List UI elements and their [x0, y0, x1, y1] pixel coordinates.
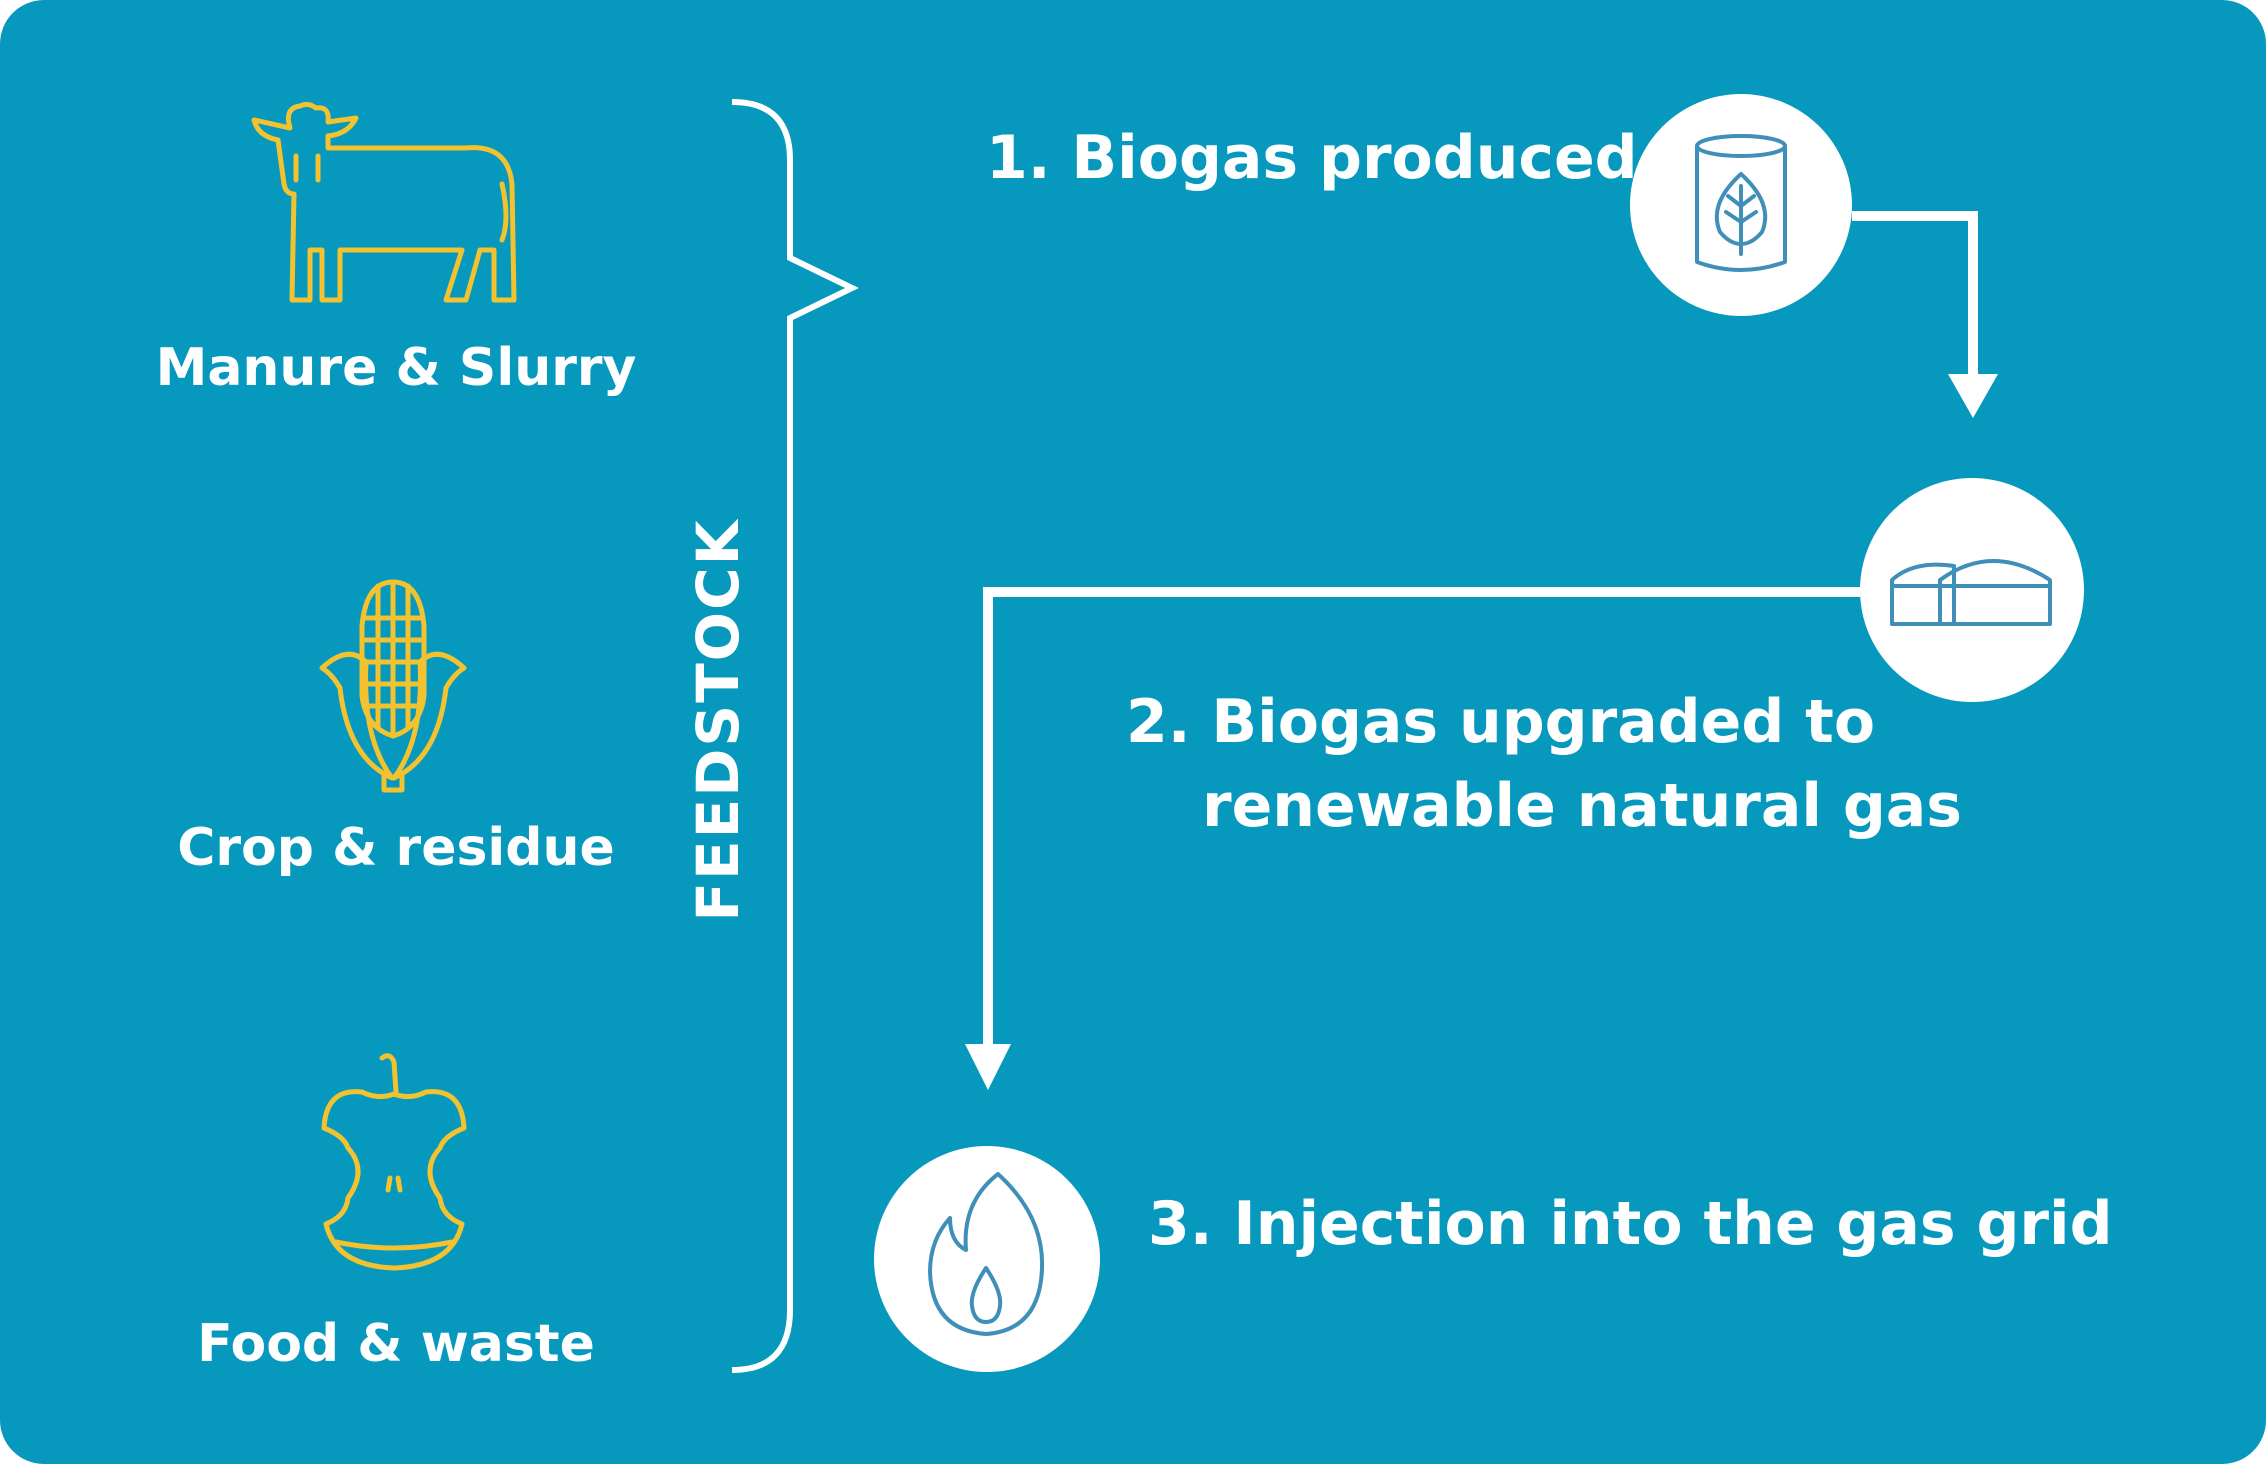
step3-label: 3. Injection into the gas grid: [1148, 1189, 2113, 1259]
step2-label-line2: renewable natural gas: [1202, 771, 1962, 841]
arrow-step2-to-step3: [983, 587, 1860, 1048]
cow-icon: [251, 101, 517, 303]
arrowhead-step3: [965, 1044, 1011, 1090]
feedstock-label-food: Food & waste: [197, 1314, 595, 1374]
apple-core-icon: [321, 1053, 467, 1271]
arrow-step1-to-step2: [1852, 211, 1978, 378]
feedstock-group-label: FEEDSTOCK: [684, 518, 752, 922]
feedstock-brace: [731, 99, 859, 1373]
feedstock-label-manure: Manure & Slurry: [155, 338, 637, 398]
step1-label: 1. Biogas produced: [986, 123, 1638, 193]
digester-domes-icon: [1860, 478, 2084, 702]
arrowhead-step2: [1948, 374, 1998, 418]
flame-icon: [874, 1146, 1100, 1372]
biogas-container-leaf-icon: [1630, 94, 1852, 316]
feedstock-label-crop: Crop & residue: [177, 818, 615, 878]
step2-label-line1: 2. Biogas upgraded to: [1126, 687, 1876, 757]
corn-icon: [319, 579, 467, 793]
